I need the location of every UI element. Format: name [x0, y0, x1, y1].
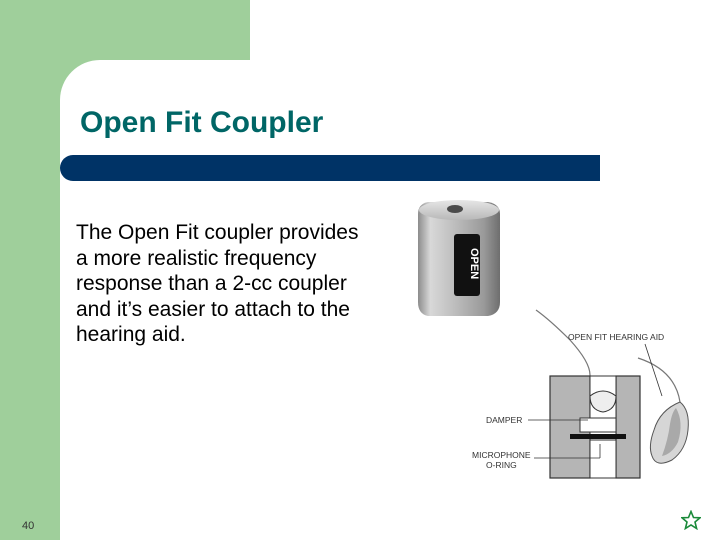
- coupler-photo: OPEN: [418, 200, 500, 316]
- coupler-label-plate: [454, 234, 480, 296]
- coupler-label-text: OPEN: [468, 248, 480, 279]
- hearing-aid-shade: [662, 408, 681, 456]
- hearing-aid-tube-2: [637, 357, 681, 403]
- star-icon[interactable]: [681, 510, 701, 530]
- microphone-body: [589, 439, 617, 479]
- slide-number: 40: [22, 520, 35, 532]
- label-damper: DAMPER: [486, 415, 522, 425]
- microphone-disc: [570, 434, 626, 439]
- coupler-diagram: OPEN FIT HEARING AID DAMPER MICROPHONE O…: [472, 309, 689, 479]
- hearing-aid-tube: [535, 309, 591, 382]
- dome-tip: [589, 390, 617, 413]
- label-o-ring: O-RING: [486, 460, 517, 470]
- coupler-chamber: [579, 417, 617, 433]
- label-hearing-aid: OPEN FIT HEARING AID: [568, 332, 664, 342]
- slide-title: Open Fit Coupler: [80, 106, 324, 139]
- title-bar: [60, 155, 600, 181]
- slide-body-text: The Open Fit coupler provides a more rea…: [76, 221, 359, 346]
- coupler-right-wall: [615, 375, 641, 479]
- label-microphone: MICROPHONE: [472, 450, 531, 460]
- coupler-hole: [447, 205, 463, 213]
- leader-hearing-aid: [644, 343, 663, 397]
